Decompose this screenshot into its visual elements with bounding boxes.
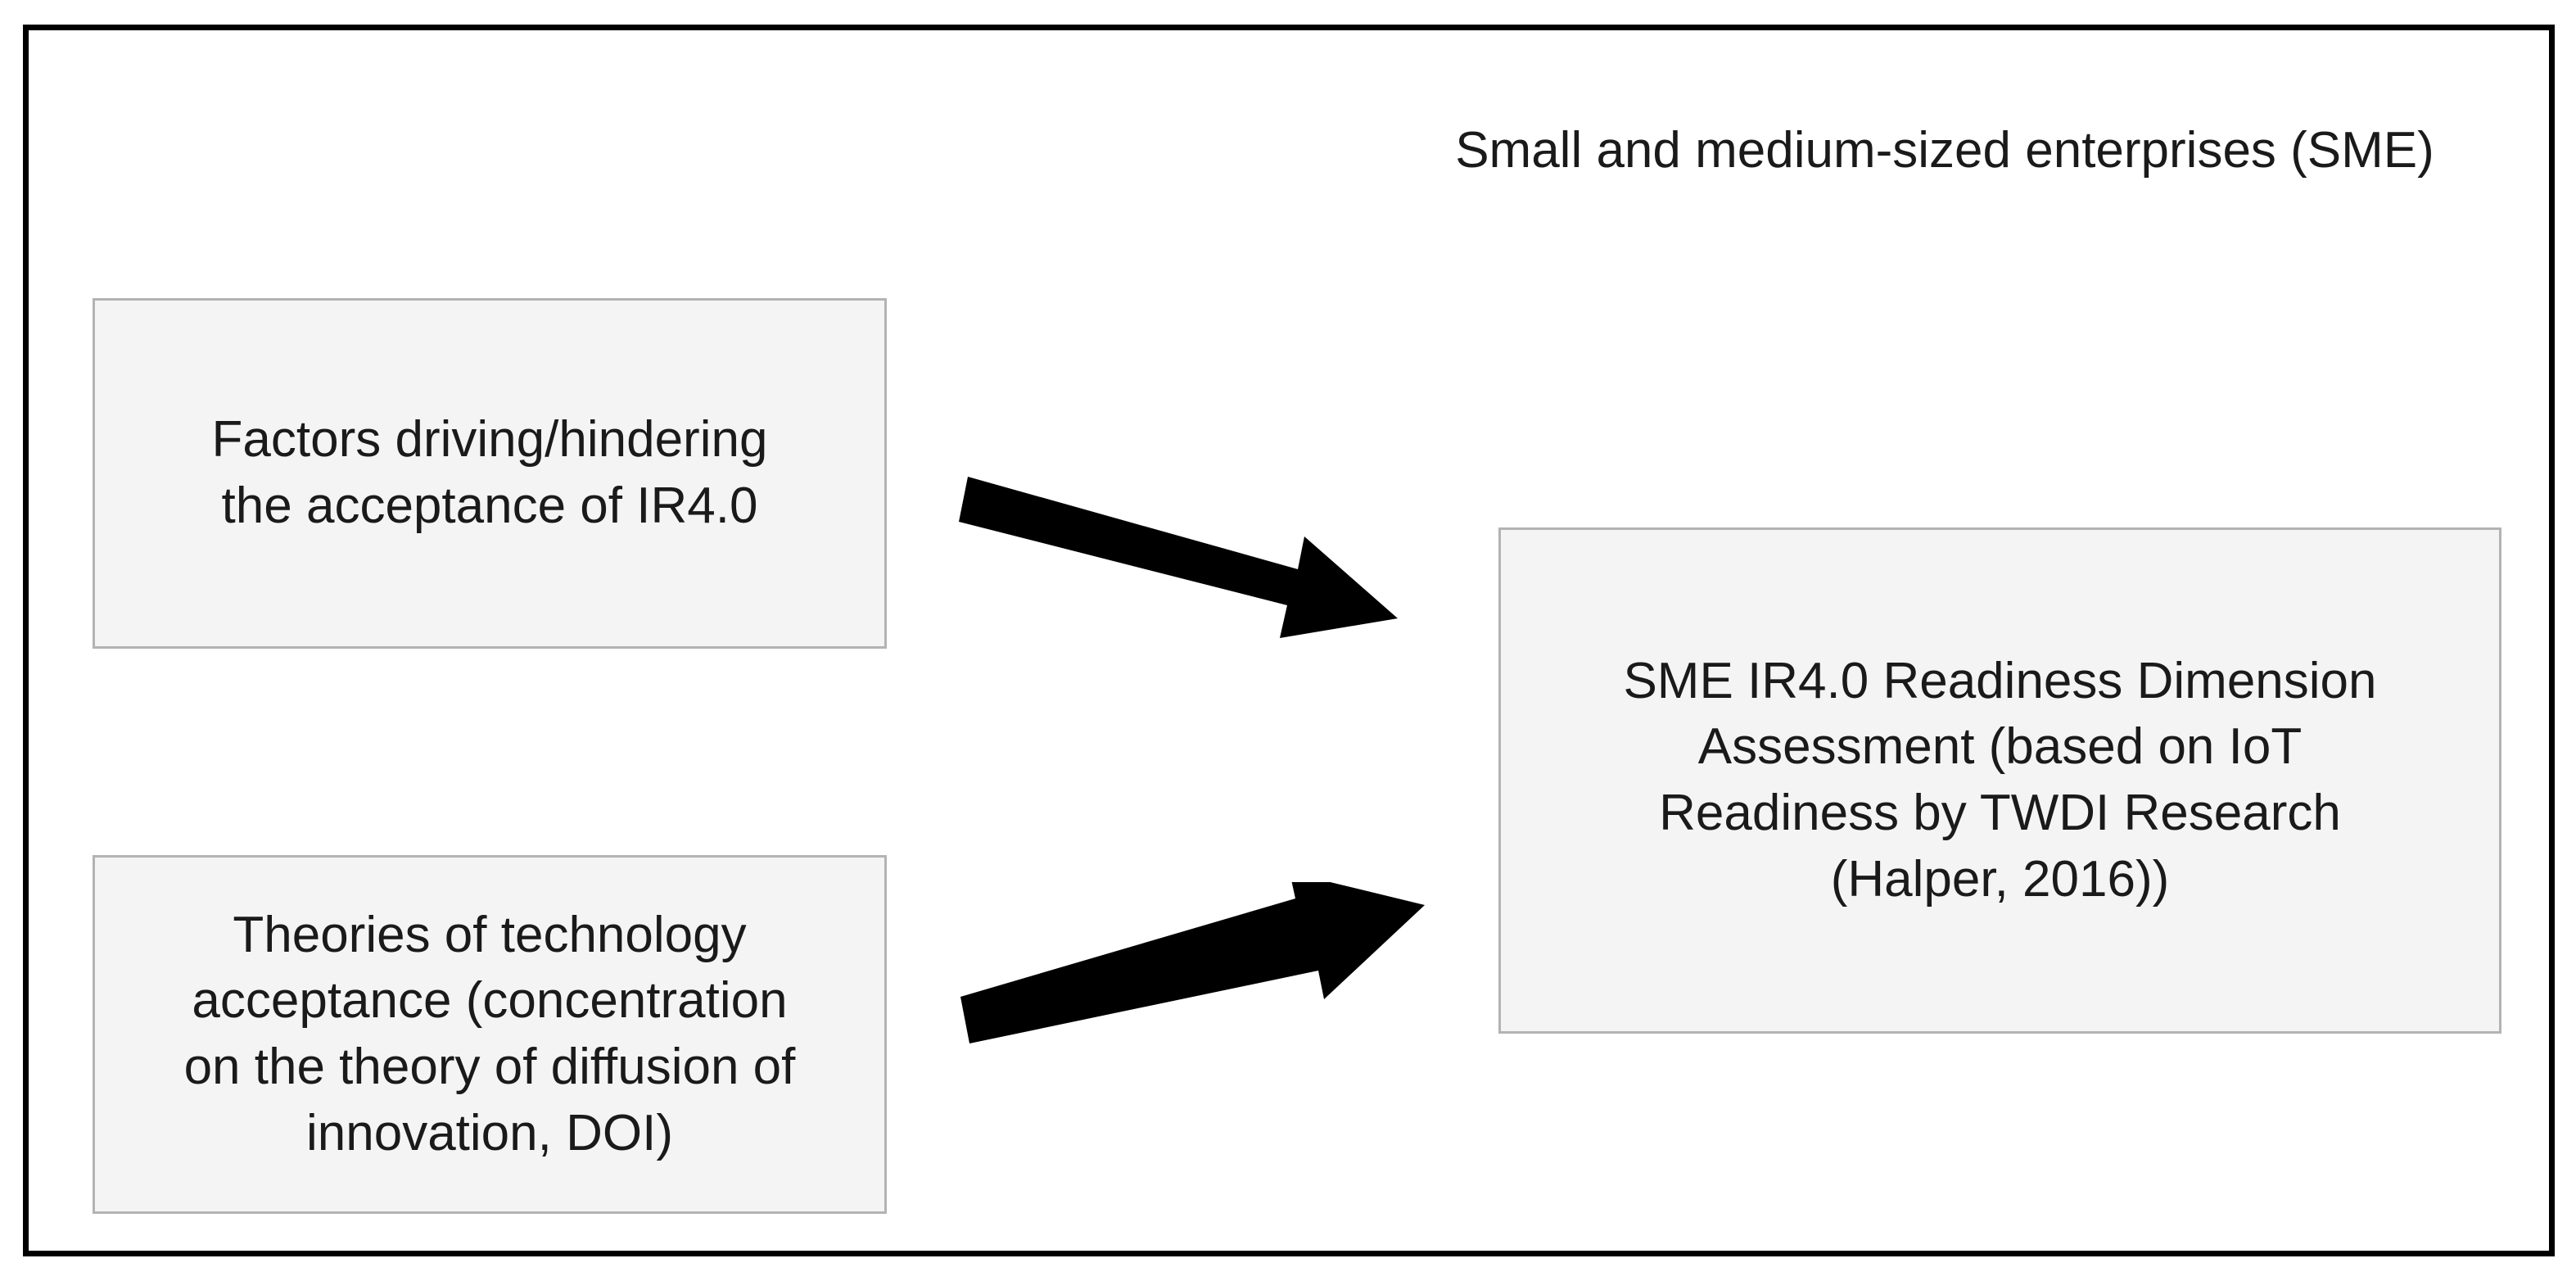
node-sme-ir40-readiness-assessment[interactable]: SME IR4.0 Readiness Dimension Assessment…: [1498, 527, 2501, 1034]
node-readiness-line-1: SME IR4.0 Readiness Dimension: [1623, 652, 2377, 709]
diagram-outer-frame: Small and medium-sized enterprises (SME)…: [23, 25, 2555, 1256]
node-readiness-label: SME IR4.0 Readiness Dimension Assessment…: [1611, 649, 2388, 912]
node-readiness-line-4: (Halper, 2016)): [1830, 850, 2170, 908]
node-theories-line-3: on the theory of diffusion of: [183, 1039, 796, 1095]
node-theories-line-4: innovation, DOI): [305, 1104, 673, 1161]
node-factors-label: Factors driving/hindering the acceptance…: [201, 407, 780, 539]
node-factors-line-1: Factors driving/hindering: [211, 411, 768, 468]
arrow-theories-to-readiness-icon: [960, 882, 1425, 1043]
node-factors-line-2: the acceptance of IR4.0: [221, 478, 758, 534]
node-readiness-line-3: Readiness by TWDI Research: [1659, 785, 2341, 841]
node-factors-driving-hindering[interactable]: Factors driving/hindering the acceptance…: [93, 298, 887, 649]
page-title: Small and medium-sized enterprises (SME): [1455, 122, 2434, 179]
arrow-factors-to-readiness-icon: [959, 477, 1398, 638]
node-theories-label: Theories of technology acceptance (conce…: [173, 903, 807, 1166]
node-theories-line-1: Theories of technology: [233, 906, 747, 963]
node-theories-line-2: acceptance (concentration: [192, 972, 788, 1030]
node-theories-of-technology-acceptance[interactable]: Theories of technology acceptance (conce…: [93, 855, 887, 1214]
node-readiness-line-2: Assessment (based on IoT: [1697, 718, 2303, 776]
